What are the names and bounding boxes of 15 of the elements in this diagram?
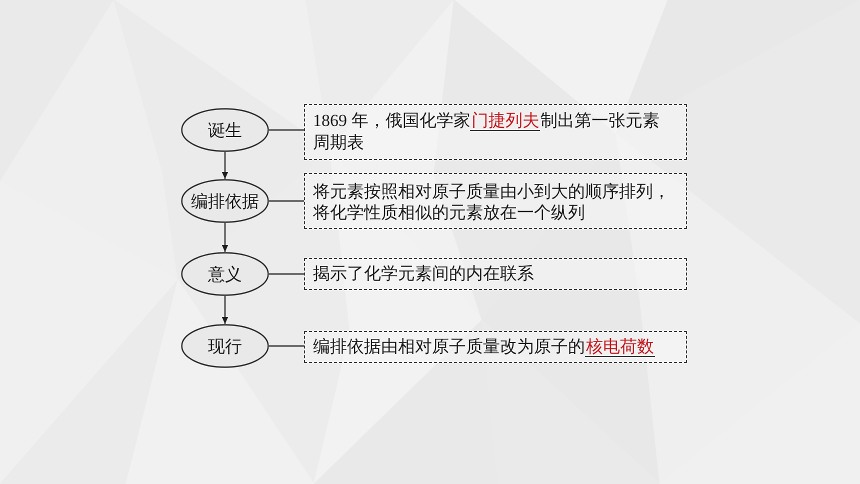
topic-ellipse: 现行	[181, 324, 269, 368]
arrow	[222, 223, 228, 252]
description-box: 将元素按照相对原子质量由小到大的顺序排列，将化学性质相似的元素放在一个纵列	[304, 173, 687, 229]
connector-line	[269, 345, 304, 347]
connector-line	[269, 200, 304, 202]
topic-ellipse: 编排依据	[181, 179, 269, 223]
arrow	[222, 296, 228, 324]
description-box: 1869 年，俄国化学家门捷列夫制出第一张元素周期表	[304, 104, 687, 160]
arrow	[222, 152, 228, 179]
description-box: 编排依据由相对原子质量改为原子的核电荷数	[304, 331, 687, 363]
topic-ellipse: 诞生	[181, 108, 269, 152]
topic-ellipse: 意义	[181, 252, 269, 296]
connector-line	[269, 129, 304, 131]
description-box: 揭示了化学元素间的内在联系	[304, 258, 687, 290]
connector-line	[269, 273, 304, 275]
